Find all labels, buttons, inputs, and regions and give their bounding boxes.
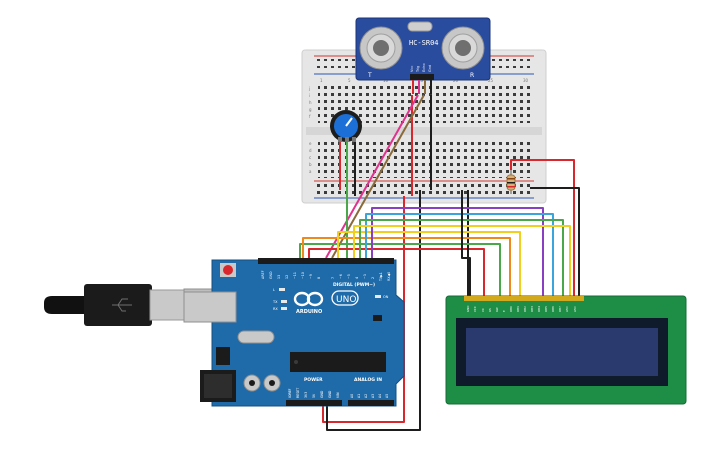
pin-vin: VIN: [336, 392, 340, 398]
lcd-pin-led-k: LED: [573, 307, 577, 312]
lcd-pin-db6: DB6: [551, 306, 555, 312]
arduino-uno[interactable]: AREF GND 13 12 ~11 ~10 ~9 8 7 ~6 ~5 4 ~3…: [183, 258, 405, 407]
wires: [299, 80, 580, 431]
lcd-16x2[interactable]: GND VCC V0 RS RW E DB0 DB1 DB2 DB3 DB4 D…: [445, 295, 687, 405]
lcd-pin-led-a: LED: [565, 307, 569, 312]
usb-icon: [112, 298, 132, 312]
bb-row-e: e: [309, 141, 312, 146]
pin-7: 7: [331, 277, 335, 279]
wire-lcd-db4[interactable]: [371, 207, 544, 296]
pin-gnd-2: GND: [328, 390, 332, 398]
on-label: ON: [383, 295, 389, 299]
pin-a2: A2: [364, 394, 368, 398]
wire-lcd-db5[interactable]: [365, 213, 554, 296]
pin-6: ~6: [339, 274, 343, 279]
wire-lcd-v0[interactable]: [299, 243, 501, 296]
wire-trig[interactable]: [325, 94, 419, 259]
pin-a5: A5: [385, 394, 389, 398]
pin-rx0: RX◀0: [387, 272, 391, 281]
wire-lcd-vcc[interactable]: [308, 248, 485, 296]
lcd-pin-db3: DB3: [530, 306, 534, 312]
bb-row-d: d: [309, 148, 312, 153]
transmitter-transducer: [359, 26, 403, 70]
arduino-model: UNO: [336, 295, 356, 305]
led-rx-label: RX: [273, 307, 278, 311]
pin-2: 2: [371, 277, 375, 279]
bb-row-c: c: [309, 155, 311, 160]
sensor-pin-echo: Echo: [422, 64, 426, 73]
lcd-pin-db4: DB4: [537, 306, 541, 312]
wire-lcd-rw[interactable]: [461, 190, 471, 296]
bb-row-j: j: [308, 86, 310, 91]
lcd-pin-vcc: VCC: [473, 306, 477, 312]
led-l-label: L: [273, 288, 275, 292]
pin-3v3: 3V3: [304, 392, 308, 398]
pin-a0: A0: [350, 394, 354, 398]
power-label: POWER: [304, 377, 323, 383]
bb-row-b: b: [309, 162, 312, 167]
pin-3: ~3: [363, 274, 367, 279]
potentiometer[interactable]: [330, 110, 362, 142]
pin-gnd-top: GND: [269, 271, 273, 279]
wire-led-cathode[interactable]: [530, 187, 580, 296]
sensor-pin-trig: Trig: [416, 66, 420, 73]
lcd-pin-db2: DB2: [523, 306, 527, 312]
bb-row-h: h: [309, 100, 312, 105]
lcd-pin-gnd: GND: [466, 306, 470, 312]
bb-col-5: 5: [348, 78, 351, 83]
pin-9: ~9: [309, 274, 313, 279]
reset-button[interactable]: [220, 263, 236, 277]
pin-a1: A1: [357, 394, 361, 398]
pin-aref: AREF: [261, 270, 265, 279]
bb-row-g: g: [309, 107, 312, 112]
receiver-transducer: [441, 26, 485, 70]
pin-tx1: TX▶1: [379, 272, 383, 282]
arduino-brand: ARDUINO: [296, 309, 322, 315]
pin-12: 12: [285, 275, 289, 279]
resistor[interactable]: [506, 170, 516, 194]
bb-col-25: 25: [488, 78, 494, 83]
pin-13: 13: [277, 275, 281, 279]
arduino-logo-icon: [293, 291, 324, 307]
ultrasonic-sensor[interactable]: HC-SR04 T R Vcc Trig Echo Gnd: [355, 17, 491, 81]
pin-5v: 5V: [312, 393, 316, 398]
wire-arduino-gnd[interactable]: [326, 190, 421, 431]
wire-led-anode[interactable]: [510, 159, 575, 296]
pin-ioref: IOREF: [288, 388, 292, 398]
pin-gnd-1: GND: [320, 390, 324, 398]
sensor-label: HC-SR04: [409, 39, 439, 47]
lcd-pin-e: E: [502, 310, 506, 312]
pin-10: ~10: [301, 272, 305, 279]
bb-row-a: a: [309, 169, 312, 174]
bb-row-i: i: [309, 93, 310, 98]
lcd-pin-rw: RW: [495, 307, 499, 312]
lcd-pin-rs: RS: [488, 308, 492, 312]
lcd-pin-db1: DB1: [516, 306, 520, 312]
wire-lcd-rs[interactable]: [302, 237, 511, 296]
sensor-pin-gnd: Gnd: [428, 65, 432, 72]
bb-col-1: 1: [320, 78, 323, 83]
lcd-pin-v0: V0: [481, 308, 485, 312]
pin-11: ~11: [293, 272, 297, 279]
lcd-pin-db7: DB7: [558, 306, 562, 312]
sensor-t-mark: T: [367, 72, 372, 79]
lcd-pin-db0: DB0: [509, 306, 513, 312]
wire-lcd-e[interactable]: [337, 231, 521, 296]
sensor-pin-vcc: Vcc: [410, 66, 414, 72]
lcd-pin-db5: DB5: [544, 306, 548, 312]
led-tx-label: TX: [272, 300, 278, 304]
pin-5: ~5: [347, 274, 351, 279]
digital-label: DIGITAL (PWM~): [333, 282, 375, 288]
pin-reset: RESET: [296, 388, 300, 398]
bb-col-30: 30: [523, 78, 529, 83]
analog-label: ANALOG IN: [354, 377, 382, 383]
pin-8: 8: [317, 277, 321, 279]
bb-row-f: f: [309, 114, 311, 119]
lcd-screen: [466, 328, 658, 376]
pin-a3: A3: [371, 394, 375, 398]
sensor-r-mark: R: [470, 72, 474, 79]
pin-a4: A4: [378, 394, 382, 398]
pin-4: 4: [355, 277, 359, 279]
